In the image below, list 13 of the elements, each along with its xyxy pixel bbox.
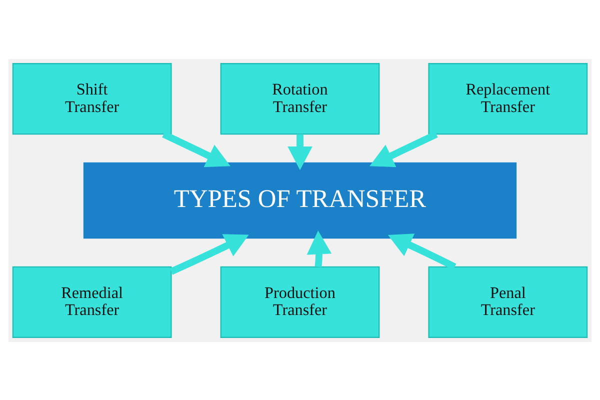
node-box: Remedial Transfer [12, 266, 172, 338]
arrow [388, 233, 456, 270]
node-box: Penal Transfer [428, 266, 588, 338]
arrow [370, 130, 438, 167]
arrow [162, 130, 230, 167]
node-box: Production Transfer [220, 266, 380, 338]
arrow [170, 234, 249, 274]
node-box: Shift Transfer [12, 62, 172, 134]
node-box: Replacement Transfer [428, 62, 588, 134]
arrow [288, 134, 312, 170]
arrow [306, 230, 332, 267]
node-box: TYPES OF TRANSFER [83, 162, 517, 238]
node-box: Rotation Transfer [220, 62, 380, 134]
